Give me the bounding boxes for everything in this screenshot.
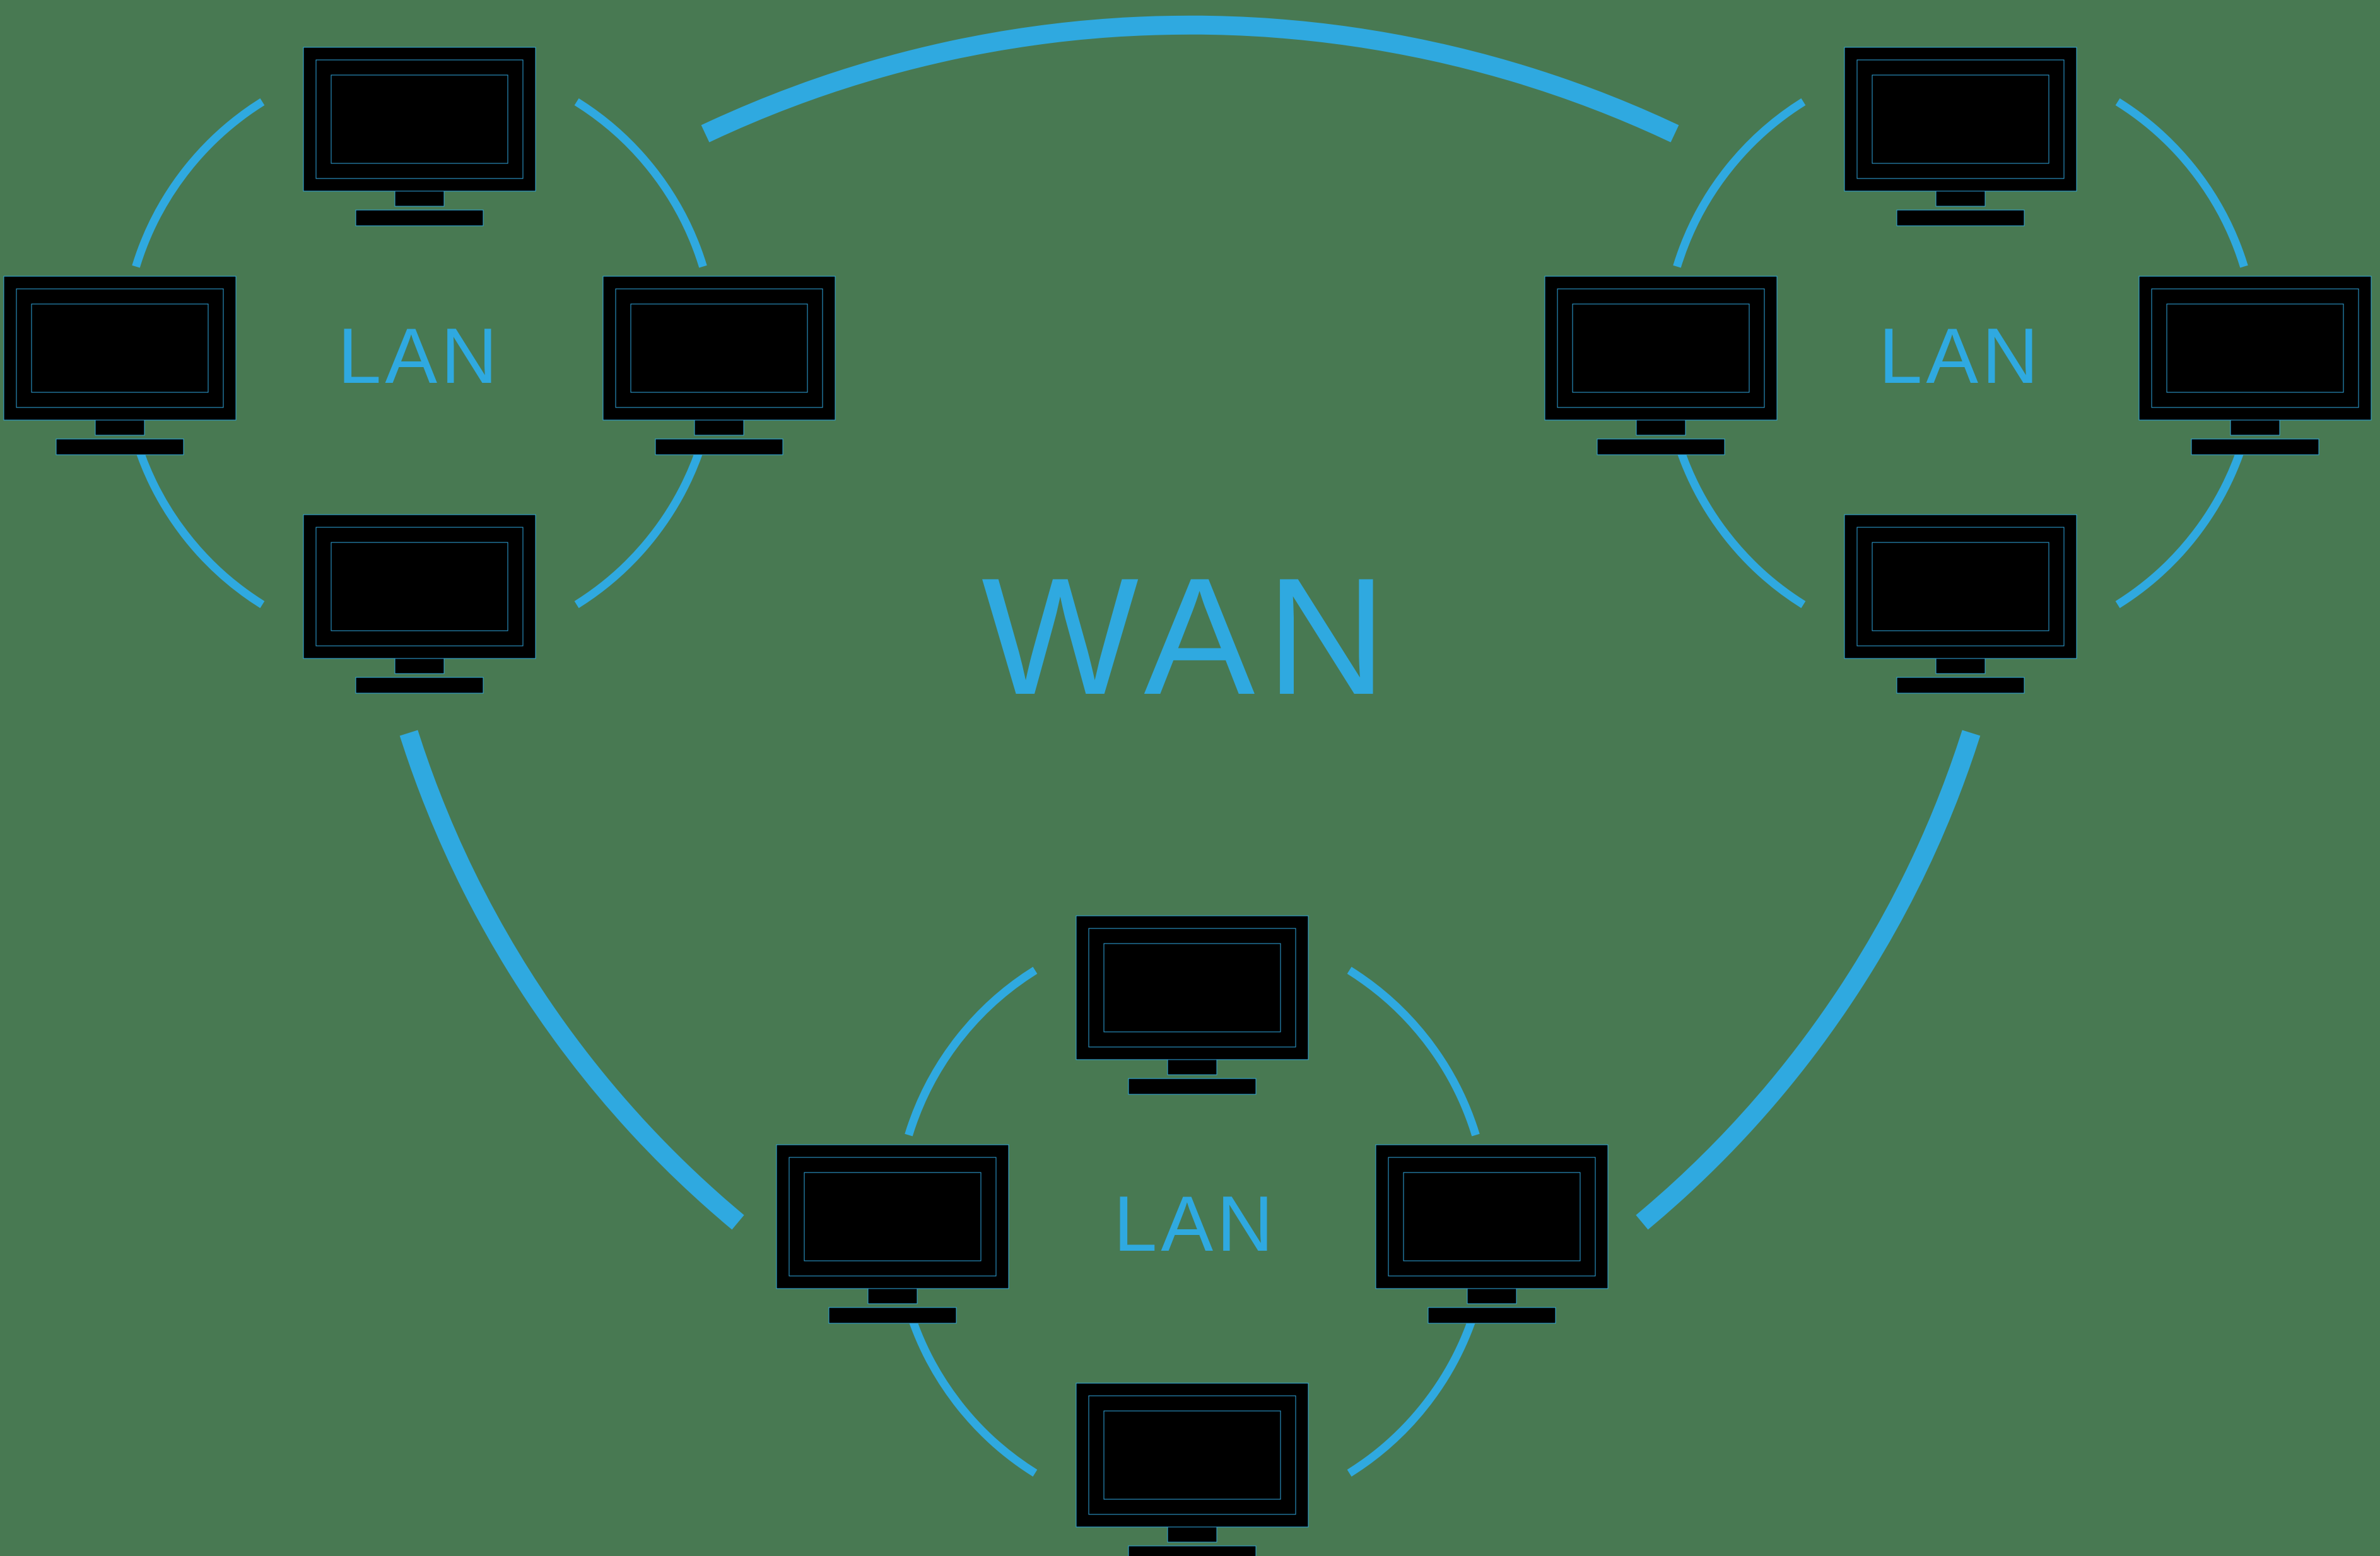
lan-ring-arc-se: [1347, 1307, 1480, 1477]
lan-cluster-top-left: LAN: [3, 47, 836, 694]
wan-label: WAN: [982, 543, 1398, 729]
lan-label: LAN: [1879, 313, 2042, 400]
wan-links: [399, 15, 1981, 1230]
lan-ring-arc-sw: [1673, 438, 1806, 609]
wan-link-arc-top: [701, 15, 1679, 143]
monitor-icon: [1544, 276, 1778, 455]
wan-link-arc-left: [399, 730, 744, 1230]
lan-ring-arc-sw: [132, 438, 265, 609]
lan-ring-arc-se: [2115, 438, 2248, 609]
lan-ring-arc-ne: [2115, 98, 2248, 268]
wan-link-arc-right: [1636, 730, 1981, 1230]
lan-ring-arc-nw: [905, 966, 1038, 1137]
lan-label: LAN: [1113, 1181, 1277, 1268]
lan-ring-arc-nw: [132, 98, 265, 268]
monitor-icon: [602, 276, 836, 455]
monitor-icon: [3, 276, 237, 455]
monitor-icon: [1076, 1383, 1309, 1556]
monitor-icon: [303, 47, 536, 226]
lan-ring-arc-nw: [1673, 98, 1806, 268]
monitor-icon: [1844, 47, 2077, 226]
monitor-icon: [1375, 1144, 1609, 1324]
monitor-icon: [2138, 276, 2372, 455]
monitor-icon: [1076, 915, 1309, 1095]
lan-ring-arc-ne: [1347, 966, 1480, 1137]
lan-cluster-bottom: LAN: [776, 915, 1609, 1556]
lan-ring-arc-ne: [574, 98, 707, 268]
lan-label: LAN: [337, 313, 501, 400]
monitor-icon: [1844, 514, 2077, 694]
monitor-icon: [776, 1144, 1009, 1324]
monitor-icon: [303, 514, 536, 694]
lan-cluster-top-right: LAN: [1544, 47, 2372, 694]
lan-ring-arc-sw: [905, 1307, 1038, 1477]
lan-ring-arc-se: [574, 438, 707, 609]
